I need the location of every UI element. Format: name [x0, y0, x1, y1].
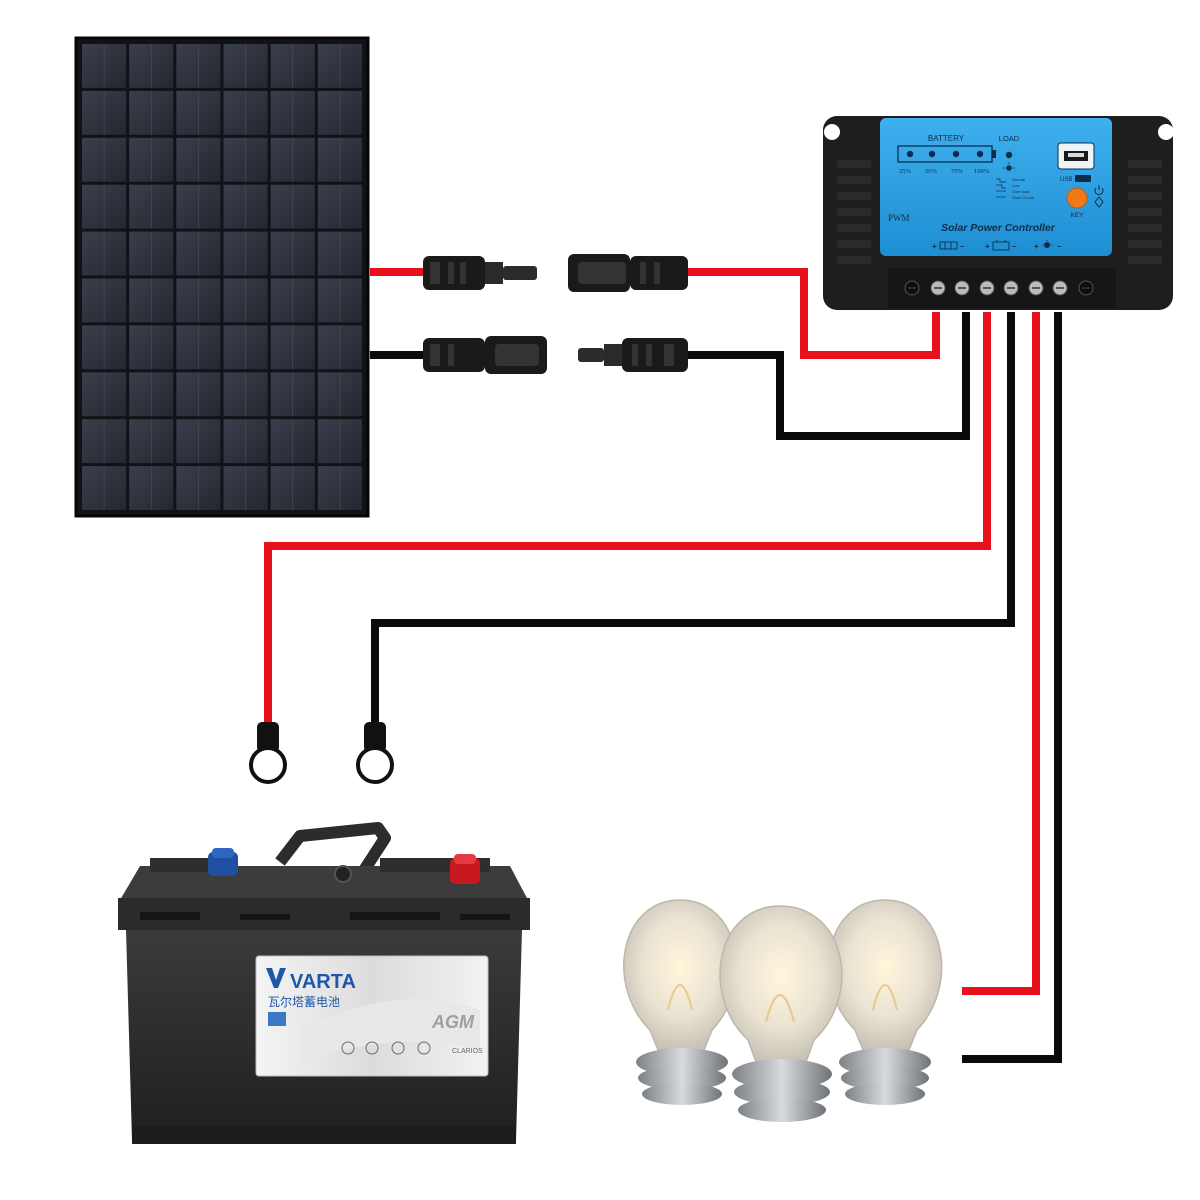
light-bulbs	[623, 899, 943, 1122]
controller-face	[880, 118, 1112, 256]
bulb-icon	[1042, 240, 1052, 249]
mode-normal: Normal	[1012, 177, 1025, 182]
load-sun-icon	[1003, 162, 1015, 171]
usb-icon	[1075, 175, 1091, 182]
mc4-connector-female-top[interactable]	[423, 256, 537, 290]
negative-ring-terminal[interactable]	[356, 722, 394, 784]
power-icon	[1094, 185, 1104, 208]
load-led	[1005, 151, 1013, 159]
key-button[interactable]	[1066, 187, 1088, 209]
mode-short: Short Circuit	[1012, 195, 1035, 200]
bulb-left	[623, 899, 738, 1105]
terminal-screws	[904, 280, 1094, 296]
mount-hole-left	[824, 124, 840, 140]
batt-plus-symbol: +	[985, 242, 990, 251]
level-label-50: 50%	[925, 168, 938, 175]
battery-label-badge	[268, 1012, 286, 1026]
battery-negative-wire	[371, 312, 1015, 725]
wires	[264, 268, 1062, 1063]
mc4-connector-male-bottom[interactable]	[423, 336, 547, 374]
car-battery: VARTA 瓦尔塔蓄电池 AGM CLARIOS	[118, 822, 530, 1144]
usb-port[interactable]	[1057, 142, 1095, 170]
battery-positive-wire	[264, 312, 991, 725]
battery-type: AGM	[431, 1012, 475, 1032]
battery-handle	[275, 822, 391, 896]
battery-vent-cap	[334, 865, 352, 883]
mode-low: Low	[1012, 183, 1019, 188]
battery-ring-terminals	[249, 722, 394, 784]
positive-ring-terminal[interactable]	[249, 722, 287, 784]
battery-brand: VARTA	[290, 971, 356, 993]
bulb-right	[828, 899, 943, 1105]
load-indicator-label: LOAD	[999, 134, 1020, 143]
pv-negative-wire	[688, 312, 970, 440]
level-label-75: 75%	[951, 168, 964, 175]
mc4-connector-female-bottom[interactable]	[578, 338, 688, 372]
mc4-connector-male-top[interactable]	[568, 254, 688, 292]
battery-led-50	[928, 150, 936, 158]
load-negative-wire	[962, 312, 1062, 1063]
pwm-label: PWM	[888, 213, 910, 223]
battery-indicator-label: BATTERY	[928, 134, 965, 143]
battery-negative-terminal[interactable]	[208, 848, 238, 876]
battery-icon	[992, 240, 1010, 251]
battery-maker: CLARIOS	[452, 1048, 483, 1055]
load-minus-symbol: –	[1057, 242, 1062, 251]
mc4-connectors	[423, 254, 688, 374]
load-plus-symbol: +	[1034, 242, 1039, 251]
pv-positive-wire	[688, 268, 940, 359]
terminal-block	[888, 268, 1116, 308]
mode-overload: Over load	[1012, 189, 1029, 194]
controller-title: Solar Power Controller	[941, 222, 1056, 234]
pv-plus-symbol: +	[932, 242, 937, 251]
battery-led-75	[952, 150, 960, 158]
key-label: KEY	[1070, 212, 1084, 219]
battery-cert-icons	[341, 1041, 431, 1055]
solar-charge-controller: BATTERY 25% 50% 75% 100% LOAD Normal Low…	[823, 116, 1174, 310]
solar-panel	[74, 36, 370, 518]
battery-positive-terminal[interactable]	[450, 854, 480, 884]
battery-brand-cn: 瓦尔塔蓄电池	[268, 994, 340, 1009]
level-label-25: 25%	[899, 168, 912, 175]
solar-cells	[82, 44, 362, 510]
battery-led-100	[976, 150, 984, 158]
pv-minus-symbol: –	[960, 242, 965, 251]
level-label-100: 100%	[974, 168, 990, 175]
battery-led-25	[906, 150, 914, 158]
load-positive-wire	[962, 312, 1040, 995]
batt-minus-symbol: –	[1012, 242, 1017, 251]
usb-label: USB	[1060, 177, 1072, 183]
mount-hole-right	[1158, 124, 1174, 140]
varta-logo-mark	[266, 968, 286, 988]
solar-panel-icon	[939, 241, 958, 250]
bulb-center	[719, 905, 843, 1122]
